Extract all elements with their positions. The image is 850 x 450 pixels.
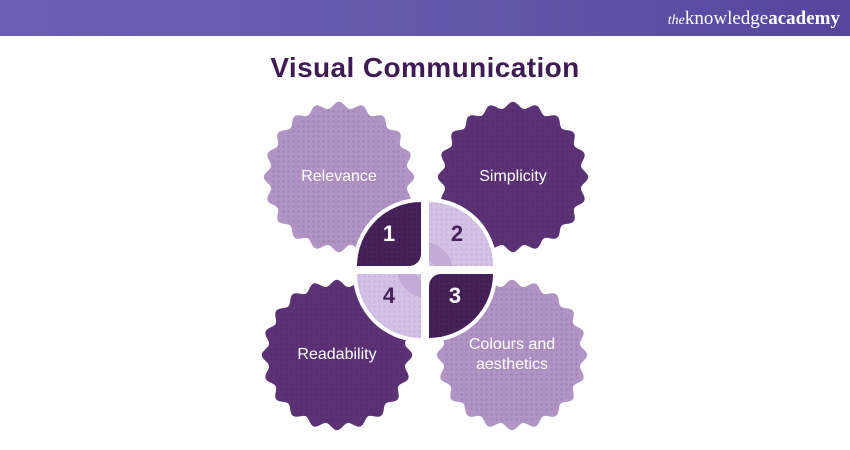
logo-academy: academy (768, 7, 840, 29)
badge-label-simplicity: Simplicity (438, 102, 588, 252)
badge-label-readability: Readability (262, 280, 412, 430)
badge-shape-relevance (263, 101, 415, 253)
brand-logo: theknowledgeacademy (668, 9, 840, 28)
leaf-accent-icon (429, 242, 453, 266)
badge-label-text: Colours and aesthetics (468, 336, 556, 373)
wheel-number-3: 3 (448, 283, 462, 308)
logo-knowledge: knowledge (684, 7, 769, 29)
logo-the: the (667, 12, 685, 28)
wheel-number-2: 2 (450, 221, 464, 246)
wheel-number-4: 4 (382, 283, 396, 308)
wheel-quarter-3: 3 (429, 274, 493, 338)
badge-label-relevance: Relevance (264, 102, 414, 252)
badge-label-text: Readability (297, 346, 377, 363)
wheel-number-1: 1 (382, 221, 396, 246)
badge-label-text: Relevance (301, 168, 377, 185)
badge-label-text: Simplicity (479, 168, 547, 185)
header-bar: theknowledgeacademy (0, 0, 850, 36)
badge-shape-simplicity (437, 101, 589, 253)
page-title: Visual Communication (270, 52, 580, 83)
leaf-accent-icon (397, 274, 421, 298)
badge-label-colours-aesthetics: Colours and aesthetics (437, 280, 587, 430)
